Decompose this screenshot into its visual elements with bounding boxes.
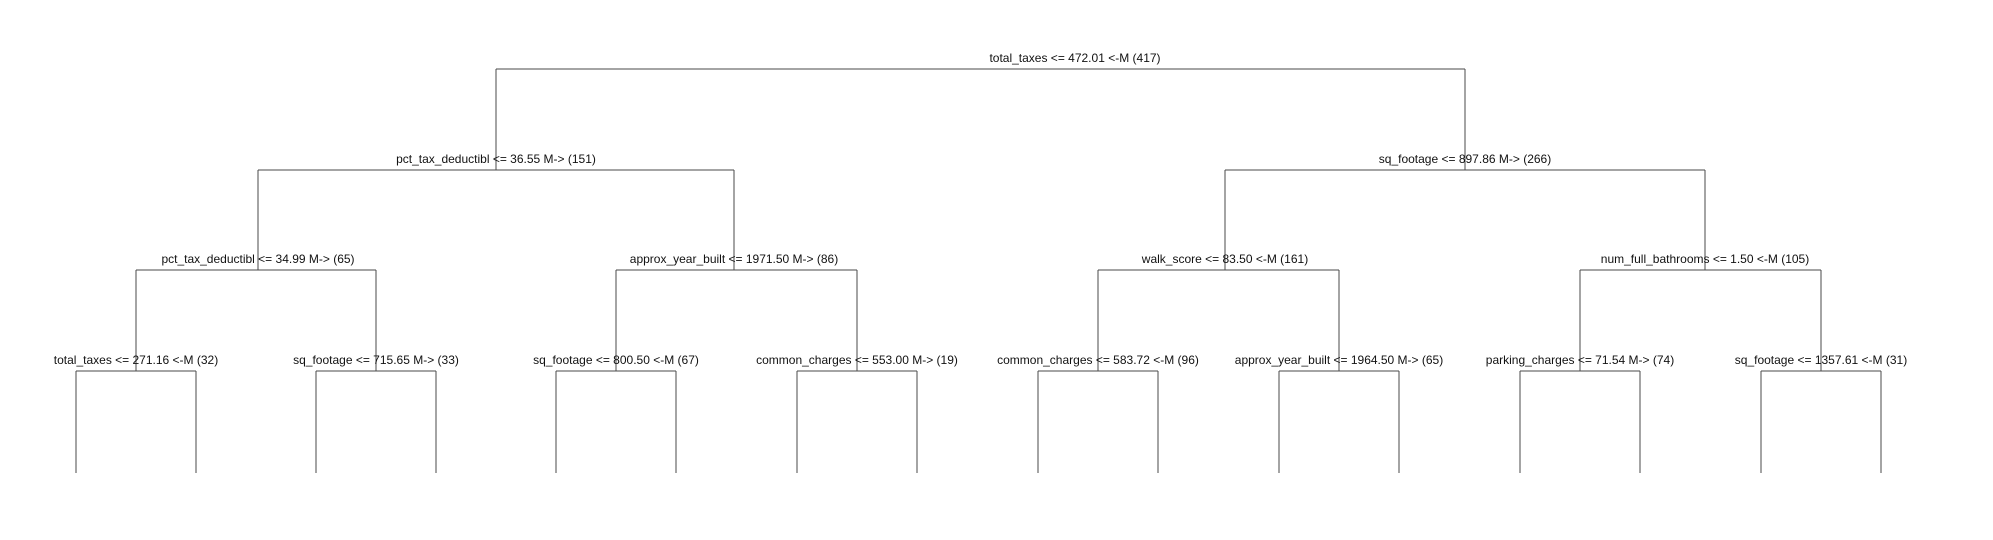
split-label-n2: pct_tax_deductibl <= 36.55 M-> (151) xyxy=(396,152,596,166)
split-label-n11: common_charges <= 553.00 M-> (19) xyxy=(756,353,958,367)
split-label-n12: common_charges <= 583.72 <-M (96) xyxy=(997,353,1199,367)
split-label-n1: total_taxes <= 472.01 <-M (417) xyxy=(989,51,1160,65)
tree-labels: total_taxes <= 472.01 <-M (417) pct_tax_d… xyxy=(54,51,1907,367)
split-label-n5: approx_year_built <= 1971.50 M-> (86) xyxy=(630,252,838,266)
tree-edges xyxy=(75,68,1882,473)
split-label-n8: total_taxes <= 271.16 <-M (32) xyxy=(54,353,218,367)
split-label-n7: num_full_bathrooms <= 1.50 <-M (105) xyxy=(1601,252,1809,266)
split-label-n9: sq_footage <= 715.65 M-> (33) xyxy=(293,353,459,367)
split-label-n13: approx_year_built <= 1964.50 M-> (65) xyxy=(1235,353,1443,367)
split-label-n6: walk_score <= 83.50 <-M (161) xyxy=(1141,252,1308,266)
split-label-n15: sq_footage <= 1357.61 <-M (31) xyxy=(1735,353,1907,367)
split-label-n10: sq_footage <= 800.50 <-M (67) xyxy=(533,353,699,367)
split-label-n4: pct_tax_deductibl <= 34.99 M-> (65) xyxy=(161,252,354,266)
split-label-n14: parking_charges <= 71.54 M-> (74) xyxy=(1486,353,1674,367)
split-label-n3: sq_footage <= 897.86 M-> (266) xyxy=(1379,152,1551,166)
